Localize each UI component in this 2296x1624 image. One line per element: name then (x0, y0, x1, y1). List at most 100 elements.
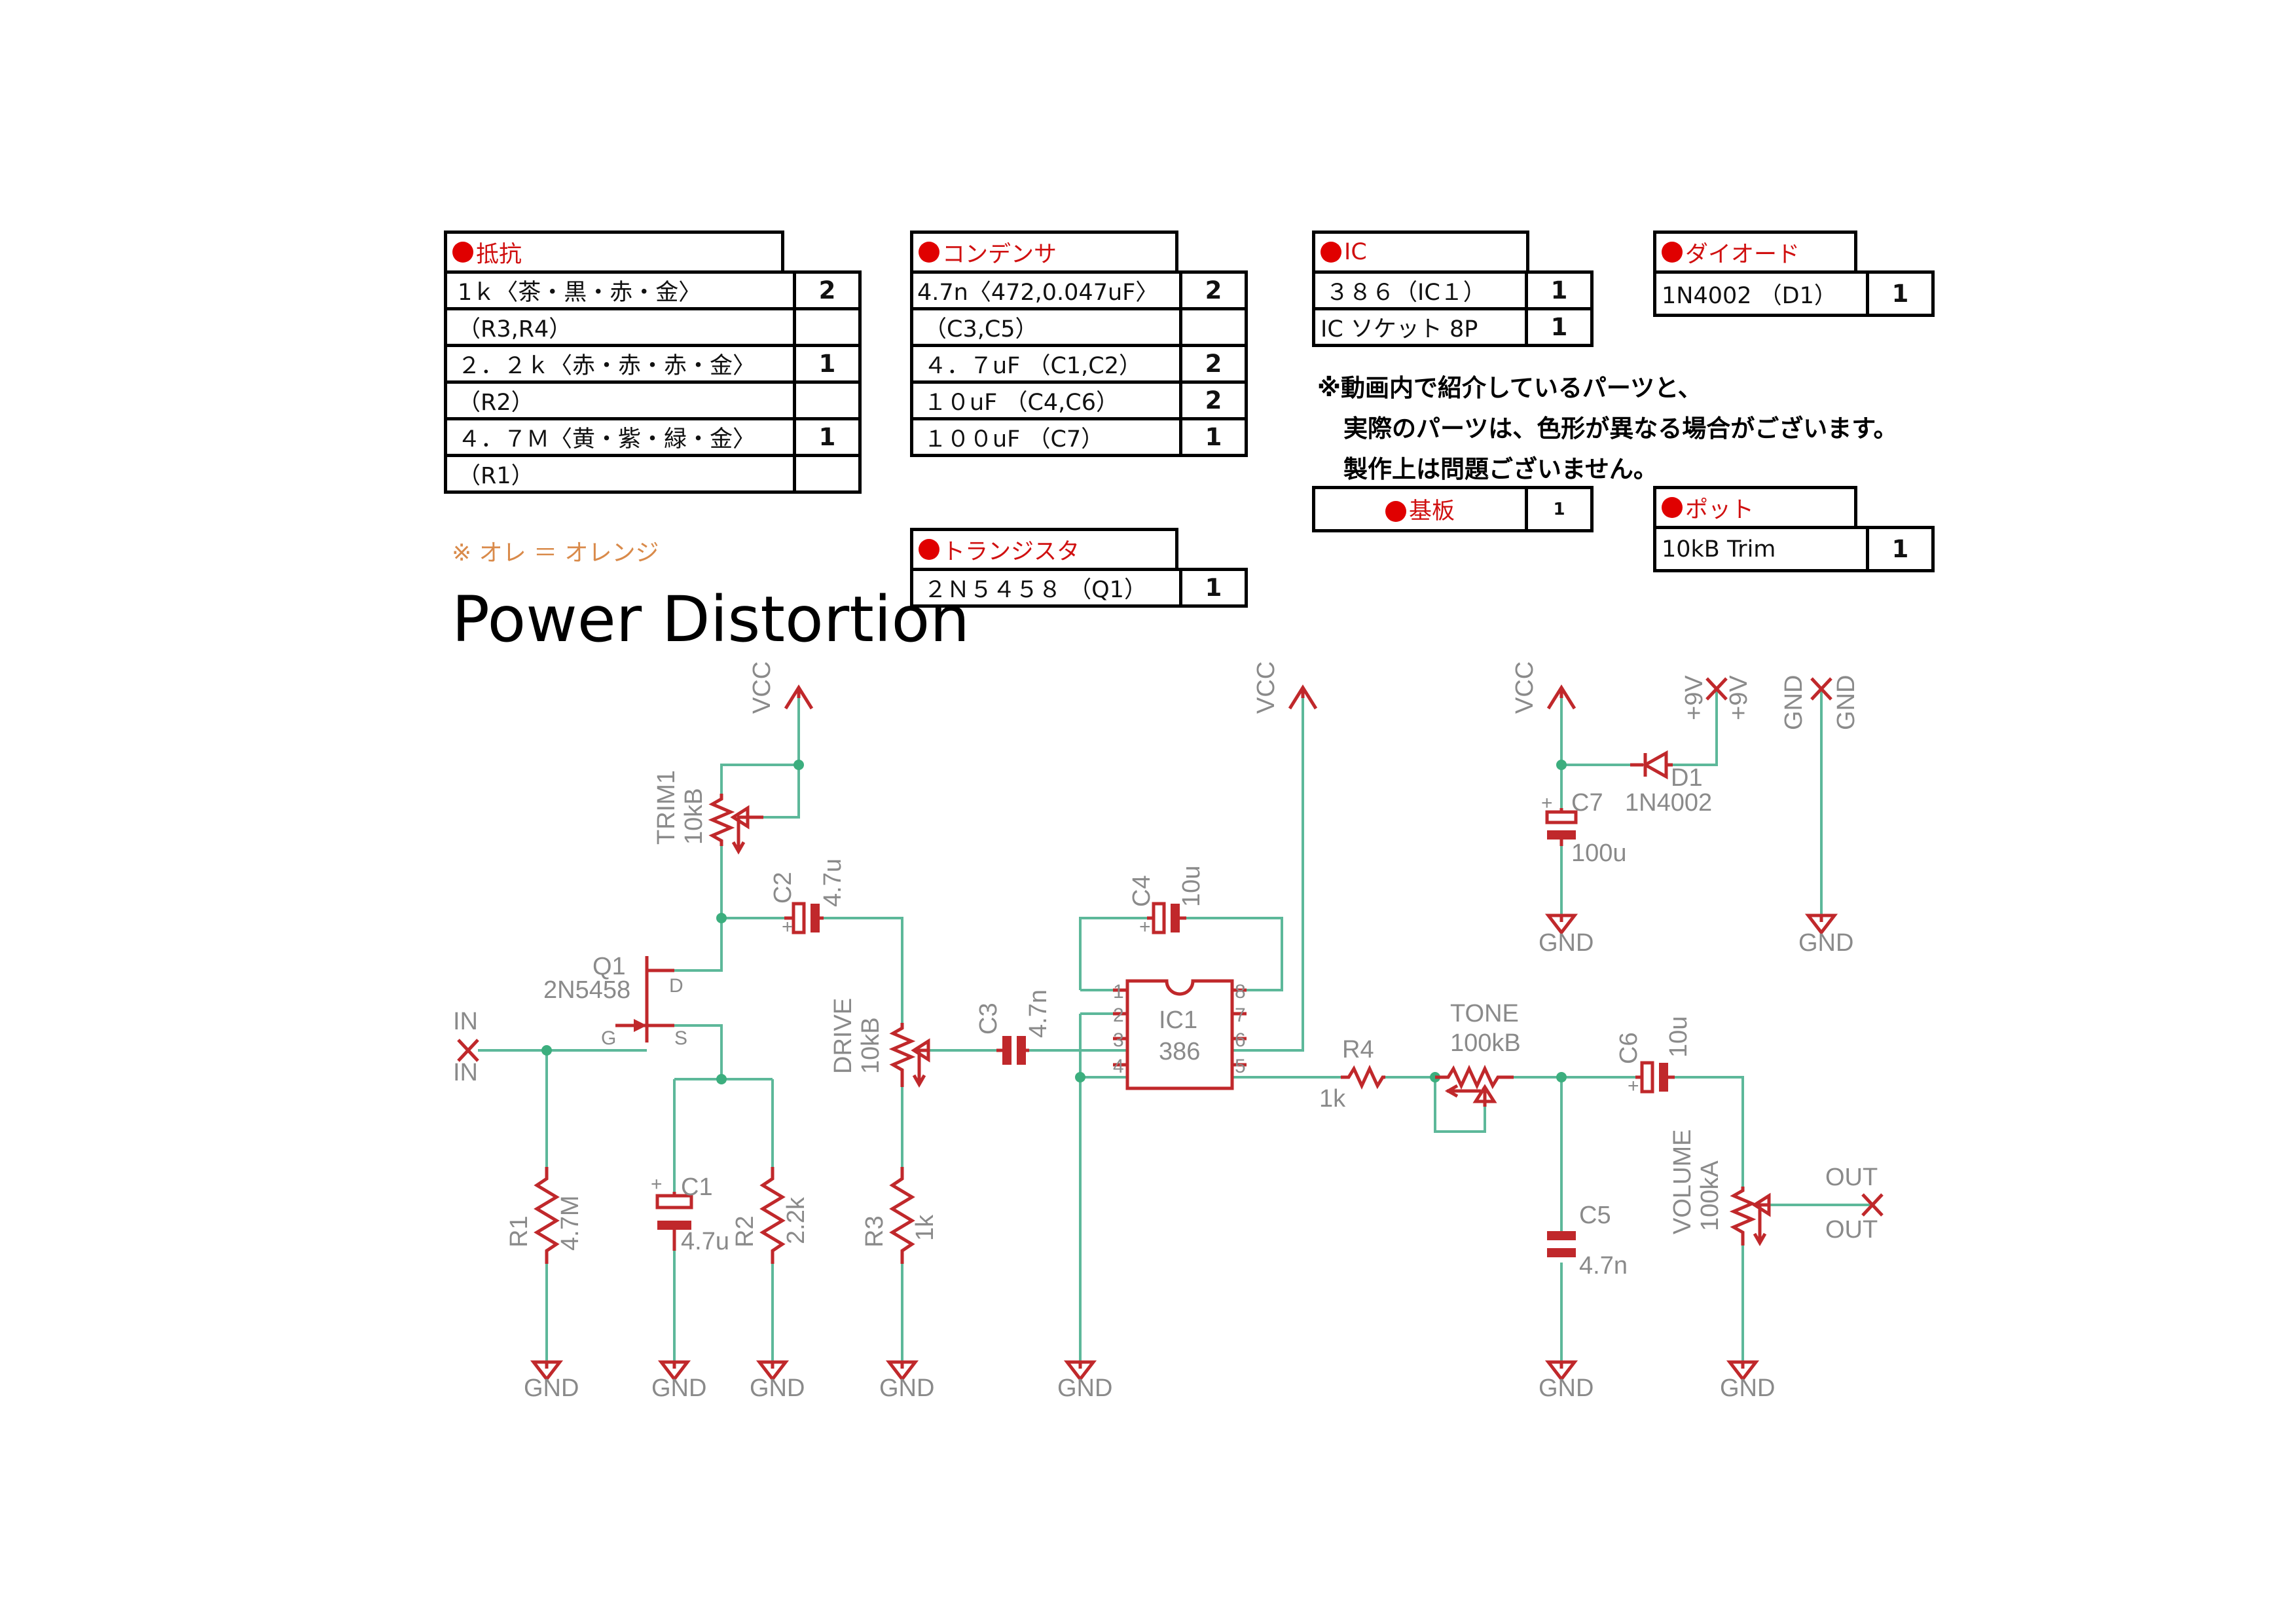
part-qty: 1 (1866, 526, 1935, 572)
tone-name: TONE (1450, 1000, 1519, 1027)
junction-dot (1075, 1072, 1085, 1082)
table-row: （R1） (444, 454, 862, 494)
d1-diode: D1 1N4002 (1625, 750, 1712, 817)
table-row: 4.7n〈472,0.047uF〉2 (910, 270, 1248, 310)
ic-pin-label: 2 (1113, 1005, 1124, 1026)
red-dot-icon (919, 242, 939, 263)
table-row: ４．７uF （C1,C2）2 (910, 344, 1248, 384)
part-qty (793, 307, 862, 347)
table-row: （C3,C5） (910, 307, 1248, 347)
c2-capacitor: + C2 4.7u (769, 858, 847, 938)
c4-name: C4 (1128, 875, 1156, 907)
table-row: ２Ｎ５４５８ （Q1）1 (910, 568, 1248, 608)
transistor-table-header: トランジスタ (910, 528, 1178, 571)
red-dot-icon (919, 539, 939, 560)
resistor-header-label: 抵抗 (476, 241, 522, 268)
r1-value: 4.7M (556, 1196, 584, 1251)
board-label: 基板 (1312, 486, 1528, 532)
q1-source-label: S (674, 1027, 687, 1049)
table-row: １００uF （C7）1 (910, 417, 1248, 457)
vcc-symbol: VCC (748, 661, 814, 714)
junction-dot (716, 1074, 727, 1084)
table-row: （R3,R4） (444, 307, 862, 347)
ic-pin-label: 5 (1235, 1056, 1246, 1077)
diode-header-label: ダイオード (1685, 241, 1800, 268)
plus-sign: + (1541, 792, 1553, 814)
volume-potentiometer: VOLUME 100kA (1669, 1130, 1771, 1247)
table-row: 1N4002 （D1）1 (1653, 270, 1935, 317)
diode-table: 1N4002 （D1）1 (1653, 270, 1935, 317)
ic1-chip: 1 2 3 4 5 6 7 8 IC1 386 (1113, 979, 1247, 1090)
c5-capacitor: C5 4.7n (1547, 1202, 1628, 1280)
red-dot-icon (1662, 242, 1683, 263)
gnd-label: GND (1798, 929, 1853, 957)
part-name: ４．７uF （C1,C2） (910, 344, 1182, 384)
q1-gate-label: G (601, 1027, 616, 1049)
drive-name: DRIVE (829, 998, 857, 1074)
plus-sign: + (1628, 1075, 1639, 1097)
r2-value: 2.2k (782, 1196, 810, 1244)
ic-header-label: IC (1344, 239, 1367, 265)
ic-pin-label: 6 (1235, 1029, 1246, 1051)
c6-right-wire (1675, 1076, 1744, 1187)
tone-loop-wire (1434, 1077, 1486, 1133)
circuit-title: Power Distortion (452, 583, 970, 656)
ic1-value: 386 (1159, 1038, 1200, 1065)
volume-name: VOLUME (1669, 1130, 1696, 1234)
ic-pin-label: 3 (1113, 1029, 1124, 1051)
ic-pin-label: 8 (1235, 981, 1246, 1003)
pot-header-label: ポット (1685, 496, 1755, 523)
part-qty (1179, 307, 1248, 347)
red-dot-icon (1385, 501, 1406, 522)
c1-capacitor: + C1 4.7u (651, 1173, 729, 1255)
table-row: 1ｋ〈茶・黒・赤・金〉2 (444, 270, 862, 310)
transistor-header-label: トランジスタ (942, 538, 1080, 565)
part-name: （R1） (444, 454, 796, 494)
notice-line-3: 製作上は問題ございません。 (1343, 455, 1658, 483)
table-row: ３８６（IC１）1 (1312, 270, 1594, 310)
out-label: OUT (1825, 1164, 1878, 1191)
r3-resistor: R3 1k (861, 1167, 939, 1264)
part-name: １００uF （C7） (910, 417, 1182, 457)
trim-top-wire (720, 728, 800, 798)
part-name: ２Ｎ５４５８ （Q1） (910, 568, 1182, 608)
ic-pin-label: 7 (1235, 1005, 1246, 1026)
part-qty: 1 (1525, 270, 1594, 310)
r1-name: R1 (505, 1215, 533, 1247)
plus-sign: + (782, 916, 793, 938)
plus-sign: + (1139, 916, 1151, 938)
ic1-name: IC1 (1159, 1006, 1197, 1034)
table-row: 基板 1 (1312, 486, 1594, 532)
c5-value: 4.7n (1579, 1252, 1628, 1280)
trim1-value: 10kB (680, 788, 708, 845)
board-table: 基板 1 (1312, 486, 1594, 532)
trim1-name: TRIM1 (653, 770, 680, 845)
part-name: 4.7n〈472,0.047uF〉 (910, 270, 1182, 310)
out-label: OUT (1825, 1216, 1878, 1244)
part-qty: 2 (1179, 380, 1248, 420)
table-row: ４．７Ｍ〈黄・紫・緑・金〉1 (444, 417, 862, 457)
q1-name: Q1 (592, 953, 626, 980)
r4-resistor: R4 1k (1319, 1036, 1385, 1113)
vcc-symbol: VCC (1511, 661, 1576, 714)
plus-sign: + (651, 1173, 663, 1195)
junction-dot (1556, 760, 1567, 770)
r3-name: R3 (861, 1215, 888, 1247)
in-label: IN (453, 1008, 478, 1035)
part-qty: 1 (1525, 307, 1594, 347)
c6-value: 10u (1665, 1016, 1692, 1058)
gnd-label: GND (524, 1375, 579, 1402)
gnd-label: GND (750, 1375, 805, 1402)
junction-dot (793, 760, 804, 770)
part-name: ４．７Ｍ〈黄・紫・緑・金〉 (444, 417, 796, 457)
notice-line-2: 実際のパーツは、色形が異なる場合がございます。 (1343, 415, 1898, 443)
part-name: （R3,R4） (444, 307, 796, 347)
resistor-table-header: 抵抗 (444, 231, 784, 274)
board-header-label: 基板 (1408, 498, 1455, 525)
volume-value: 100kA (1696, 1160, 1724, 1231)
drain-wire (647, 918, 723, 972)
table-row: １０uF （C4,C6）2 (910, 380, 1248, 420)
gnd-terminal-label: GND (1832, 675, 1860, 730)
